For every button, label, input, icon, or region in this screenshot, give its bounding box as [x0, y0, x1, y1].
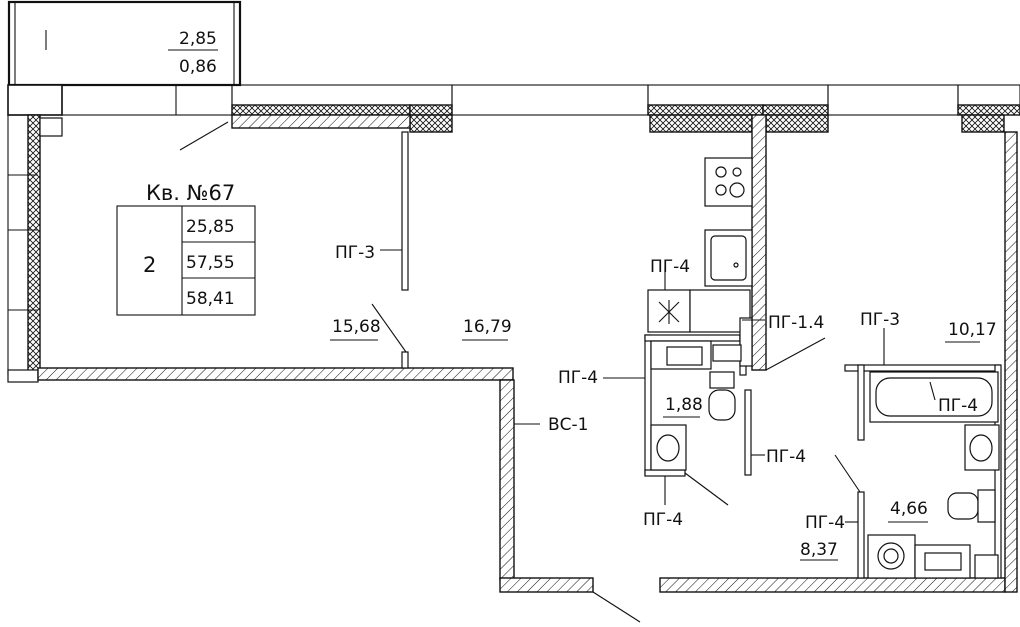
- bathroom-right-fixtures: [867, 371, 1000, 579]
- area-underlines: [168, 49, 980, 561]
- label-pg3-right: ПГ-3: [860, 310, 900, 330]
- total-area: 57,55: [186, 253, 235, 273]
- label-pg4-kitchen: ПГ-4: [650, 257, 690, 277]
- wall-vs1: [499, 379, 641, 623]
- exterior-wall-right: [1004, 131, 1018, 593]
- exterior-wall-top: [7, 84, 1020, 151]
- area-room-center: 16,79: [463, 317, 512, 337]
- exterior-wall-left: [7, 114, 63, 383]
- wall-central: [751, 114, 767, 371]
- label-pg1-4: ПГ-1.4: [768, 313, 824, 333]
- area-bathroom-right: 4,66: [890, 499, 928, 519]
- label-pg3-left: ПГ-3: [335, 243, 375, 263]
- label-pg4-bath-bottom: ПГ-4: [643, 510, 683, 530]
- area-bathroom-small: 1,88: [665, 395, 703, 415]
- interior-wall-horizontal: [37, 367, 514, 381]
- apartment-info-table: [116, 205, 256, 316]
- label-pg4-corridor: ПГ-4: [766, 447, 806, 467]
- kitchen-niche: [739, 317, 753, 367]
- apartment-title: Кв. №67: [146, 181, 235, 205]
- kitchen-sink: [704, 229, 753, 287]
- bathroom-small-fixtures: [650, 340, 742, 471]
- area-room-left: 15,68: [332, 317, 381, 337]
- label-pg4-bath-left: ПГ-4: [558, 368, 598, 388]
- kitchen-stove: [704, 157, 753, 207]
- wall-bottom-right: [659, 577, 1006, 593]
- balcony-reduced-area: 0,86: [179, 57, 217, 77]
- total-area-with-balcony: 58,41: [186, 289, 235, 309]
- kitchen-counter: [689, 289, 751, 333]
- ventilation-shaft: [647, 289, 691, 333]
- area-hall: 8,37: [800, 540, 838, 560]
- label-vs1: ВС-1: [548, 415, 588, 435]
- living-area: 25,85: [186, 217, 235, 237]
- label-pg4-hall: ПГ-4: [805, 513, 845, 533]
- area-room-right: 10,17: [948, 320, 997, 340]
- label-pg4-bath-right: ПГ-4: [938, 396, 978, 416]
- balcony-area: 2,85: [179, 29, 217, 49]
- rooms-count: 2: [143, 253, 156, 277]
